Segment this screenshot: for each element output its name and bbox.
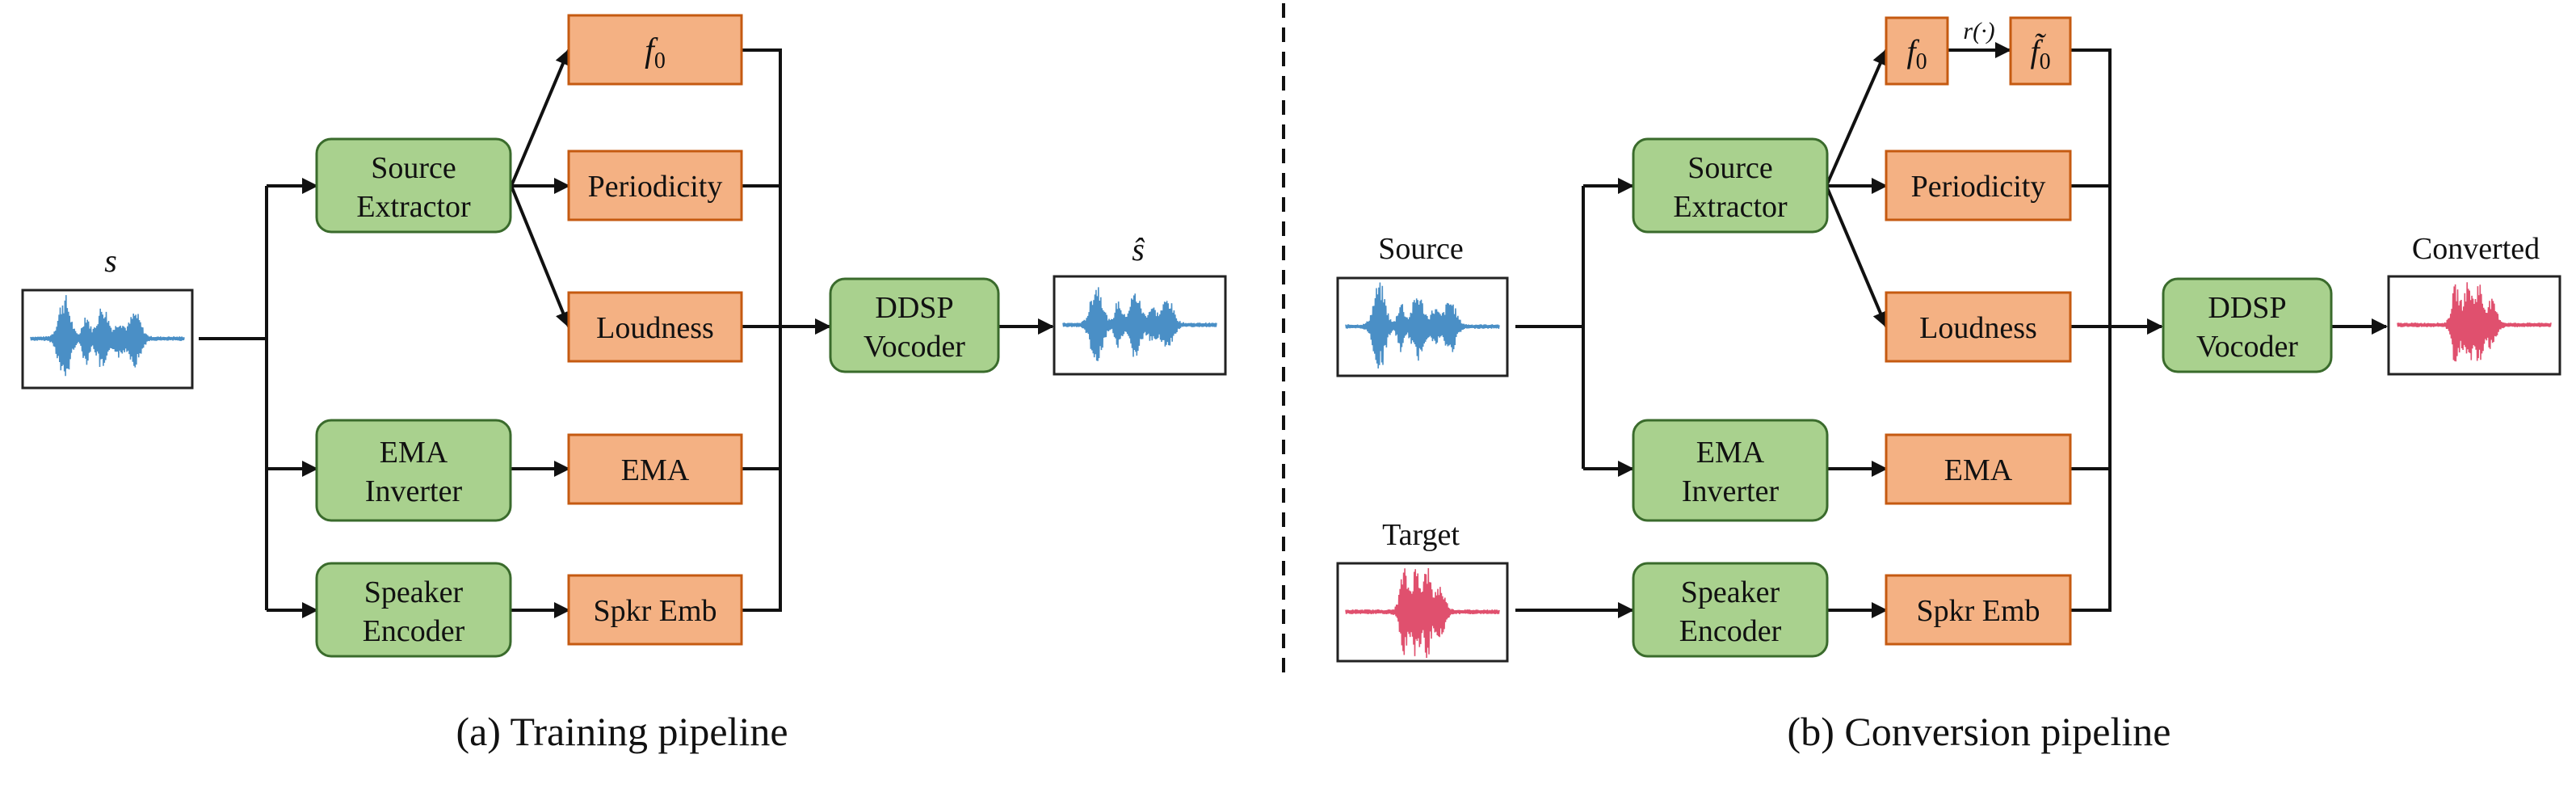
speaker-encoder-box [1632,562,1829,658]
ddsp-vocoder-box [829,277,1000,373]
speaker-encoder-label-1: Speaker [1681,575,1780,609]
edge-to-loudness [510,185,571,328]
speaker-encoder-label-1: Speaker [364,575,464,609]
edge-to-f0 [510,48,571,187]
loudness-label: Loudness [596,311,714,345]
ema-inverter-box [1632,419,1829,522]
periodicity-box [567,150,743,221]
ema-inverter-label-1: EMA [1696,436,1765,470]
source-extractor-box [1632,137,1829,234]
waveform-trace [30,295,185,377]
edge-to-f0 [1825,48,1888,187]
f0-box [567,14,743,86]
spkr-emb-box [1885,574,2072,646]
source-extractor-label-2: Extractor [356,190,471,224]
ema-inverter-label-2: Inverter [1682,474,1780,508]
loudness-box [567,291,743,363]
ema-inverter-box [315,419,512,522]
conversion-caption: (b) Conversion pipeline [1788,709,2171,754]
source-extractor-label-2: Extractor [1673,190,1788,224]
ema-box [567,433,743,505]
periodicity-label: Periodicity [588,170,723,204]
waveform-icon [2397,282,2552,362]
ema-inverter-label-2: Inverter [365,474,463,508]
loudness-label: Loudness [1919,311,2037,345]
periodicity-box [1885,150,2072,221]
training-caption: (a) Training pipeline [456,709,788,754]
ema-label: EMA [1944,453,2013,487]
transform-label: r(·) [1963,18,1994,44]
input-signal-label: s [104,242,117,279]
waveform-trace [1345,282,1500,369]
spkr-emb-box [567,574,743,646]
vocoder-label-2: Vocoder [2196,330,2298,364]
waveform-icon [1062,287,1217,361]
source-extractor-label-1: Source [371,151,456,185]
waveform-icon [1345,567,1500,659]
ema-label: EMA [621,453,690,487]
converted-audio-label: Converted [2412,232,2540,266]
vocoder-label-1: DDSP [875,291,953,325]
waveform-icon [1345,282,1500,369]
source-extractor-label-1: Source [1687,151,1773,185]
ddsp-vocoder-box [2162,277,2333,373]
f0-modified-box [2009,16,2072,86]
vocoder-label-2: Vocoder [864,330,965,364]
waveform-trace [2397,282,2552,362]
waveform-trace [1345,567,1500,659]
edge-feature-bus [742,48,782,612]
output-signal-label: ŝ [1132,231,1145,268]
ema-inverter-label-1: EMA [380,436,448,470]
ema-box [1885,433,2072,505]
speaker-encoder-label-2: Encoder [1679,614,1782,648]
conversion-pipeline: Source Target r(·) Source Extractor EMA … [1336,16,2561,754]
waveform-icon [30,295,185,377]
edge-to-loudness [1825,185,1889,328]
target-audio-label: Target [1382,518,1460,552]
f0-box [1885,16,1949,86]
source-audio-label: Source [1378,232,1464,266]
waveform-trace [1062,287,1217,361]
edge-feature-bus [2070,48,2112,612]
vocoder-label-1: DDSP [2208,291,2286,325]
spkr-emb-label: Spkr Emb [593,594,716,628]
training-pipeline: s Source Extractor EMA Inverter Speaker … [21,14,1227,754]
source-extractor-box [315,137,512,234]
speaker-encoder-box [315,562,512,658]
periodicity-label: Periodicity [1911,170,2046,204]
speaker-encoder-label-2: Encoder [363,614,465,648]
spkr-emb-label: Spkr Emb [1916,594,2040,628]
loudness-box [1885,291,2072,363]
